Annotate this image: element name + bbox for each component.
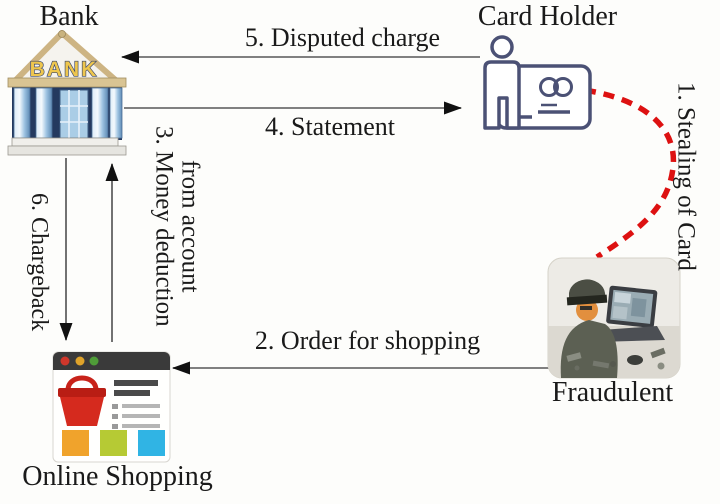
card-holder-label: Card Holder [477, 1, 618, 32]
disputed-charge-label: 5. Disputed charge [244, 23, 441, 52]
hacker-at-laptop-icon [547, 257, 681, 379]
statement-label: 4. Statement [265, 112, 395, 141]
person-head [490, 35, 514, 59]
person-body [483, 60, 521, 130]
basket-handle [65, 375, 99, 391]
order-for-shopping-label: 2. Order for shopping [254, 326, 481, 355]
shopping-basket-icon [60, 397, 104, 426]
edge-stealing-of-card-curve [565, 85, 677, 260]
chargeback-label: 6. Chargeback [26, 192, 53, 332]
fraudulent-label: Fraudulent [551, 377, 674, 408]
bank-building-icon: BANK [7, 30, 127, 156]
person-with-credit-card-icon [483, 35, 592, 130]
red-dot [60, 356, 70, 366]
orange-tile [62, 430, 89, 456]
yellow-dot [75, 356, 85, 366]
online-shopping-label: Online Shopping [22, 461, 213, 492]
green-tile [100, 430, 127, 456]
bank-sign-text: BANK [30, 58, 99, 81]
money-deduction-label: 3. Money deduction from account [150, 125, 204, 327]
blue-tile [138, 430, 165, 456]
bank-label: Bank [39, 1, 99, 32]
shopping-website-icon [52, 351, 171, 463]
laptop [606, 285, 658, 328]
browser-top-bar [53, 352, 170, 370]
stealing-of-card-label: 1. Stealing of Card [672, 81, 700, 271]
green-dot [89, 356, 99, 366]
